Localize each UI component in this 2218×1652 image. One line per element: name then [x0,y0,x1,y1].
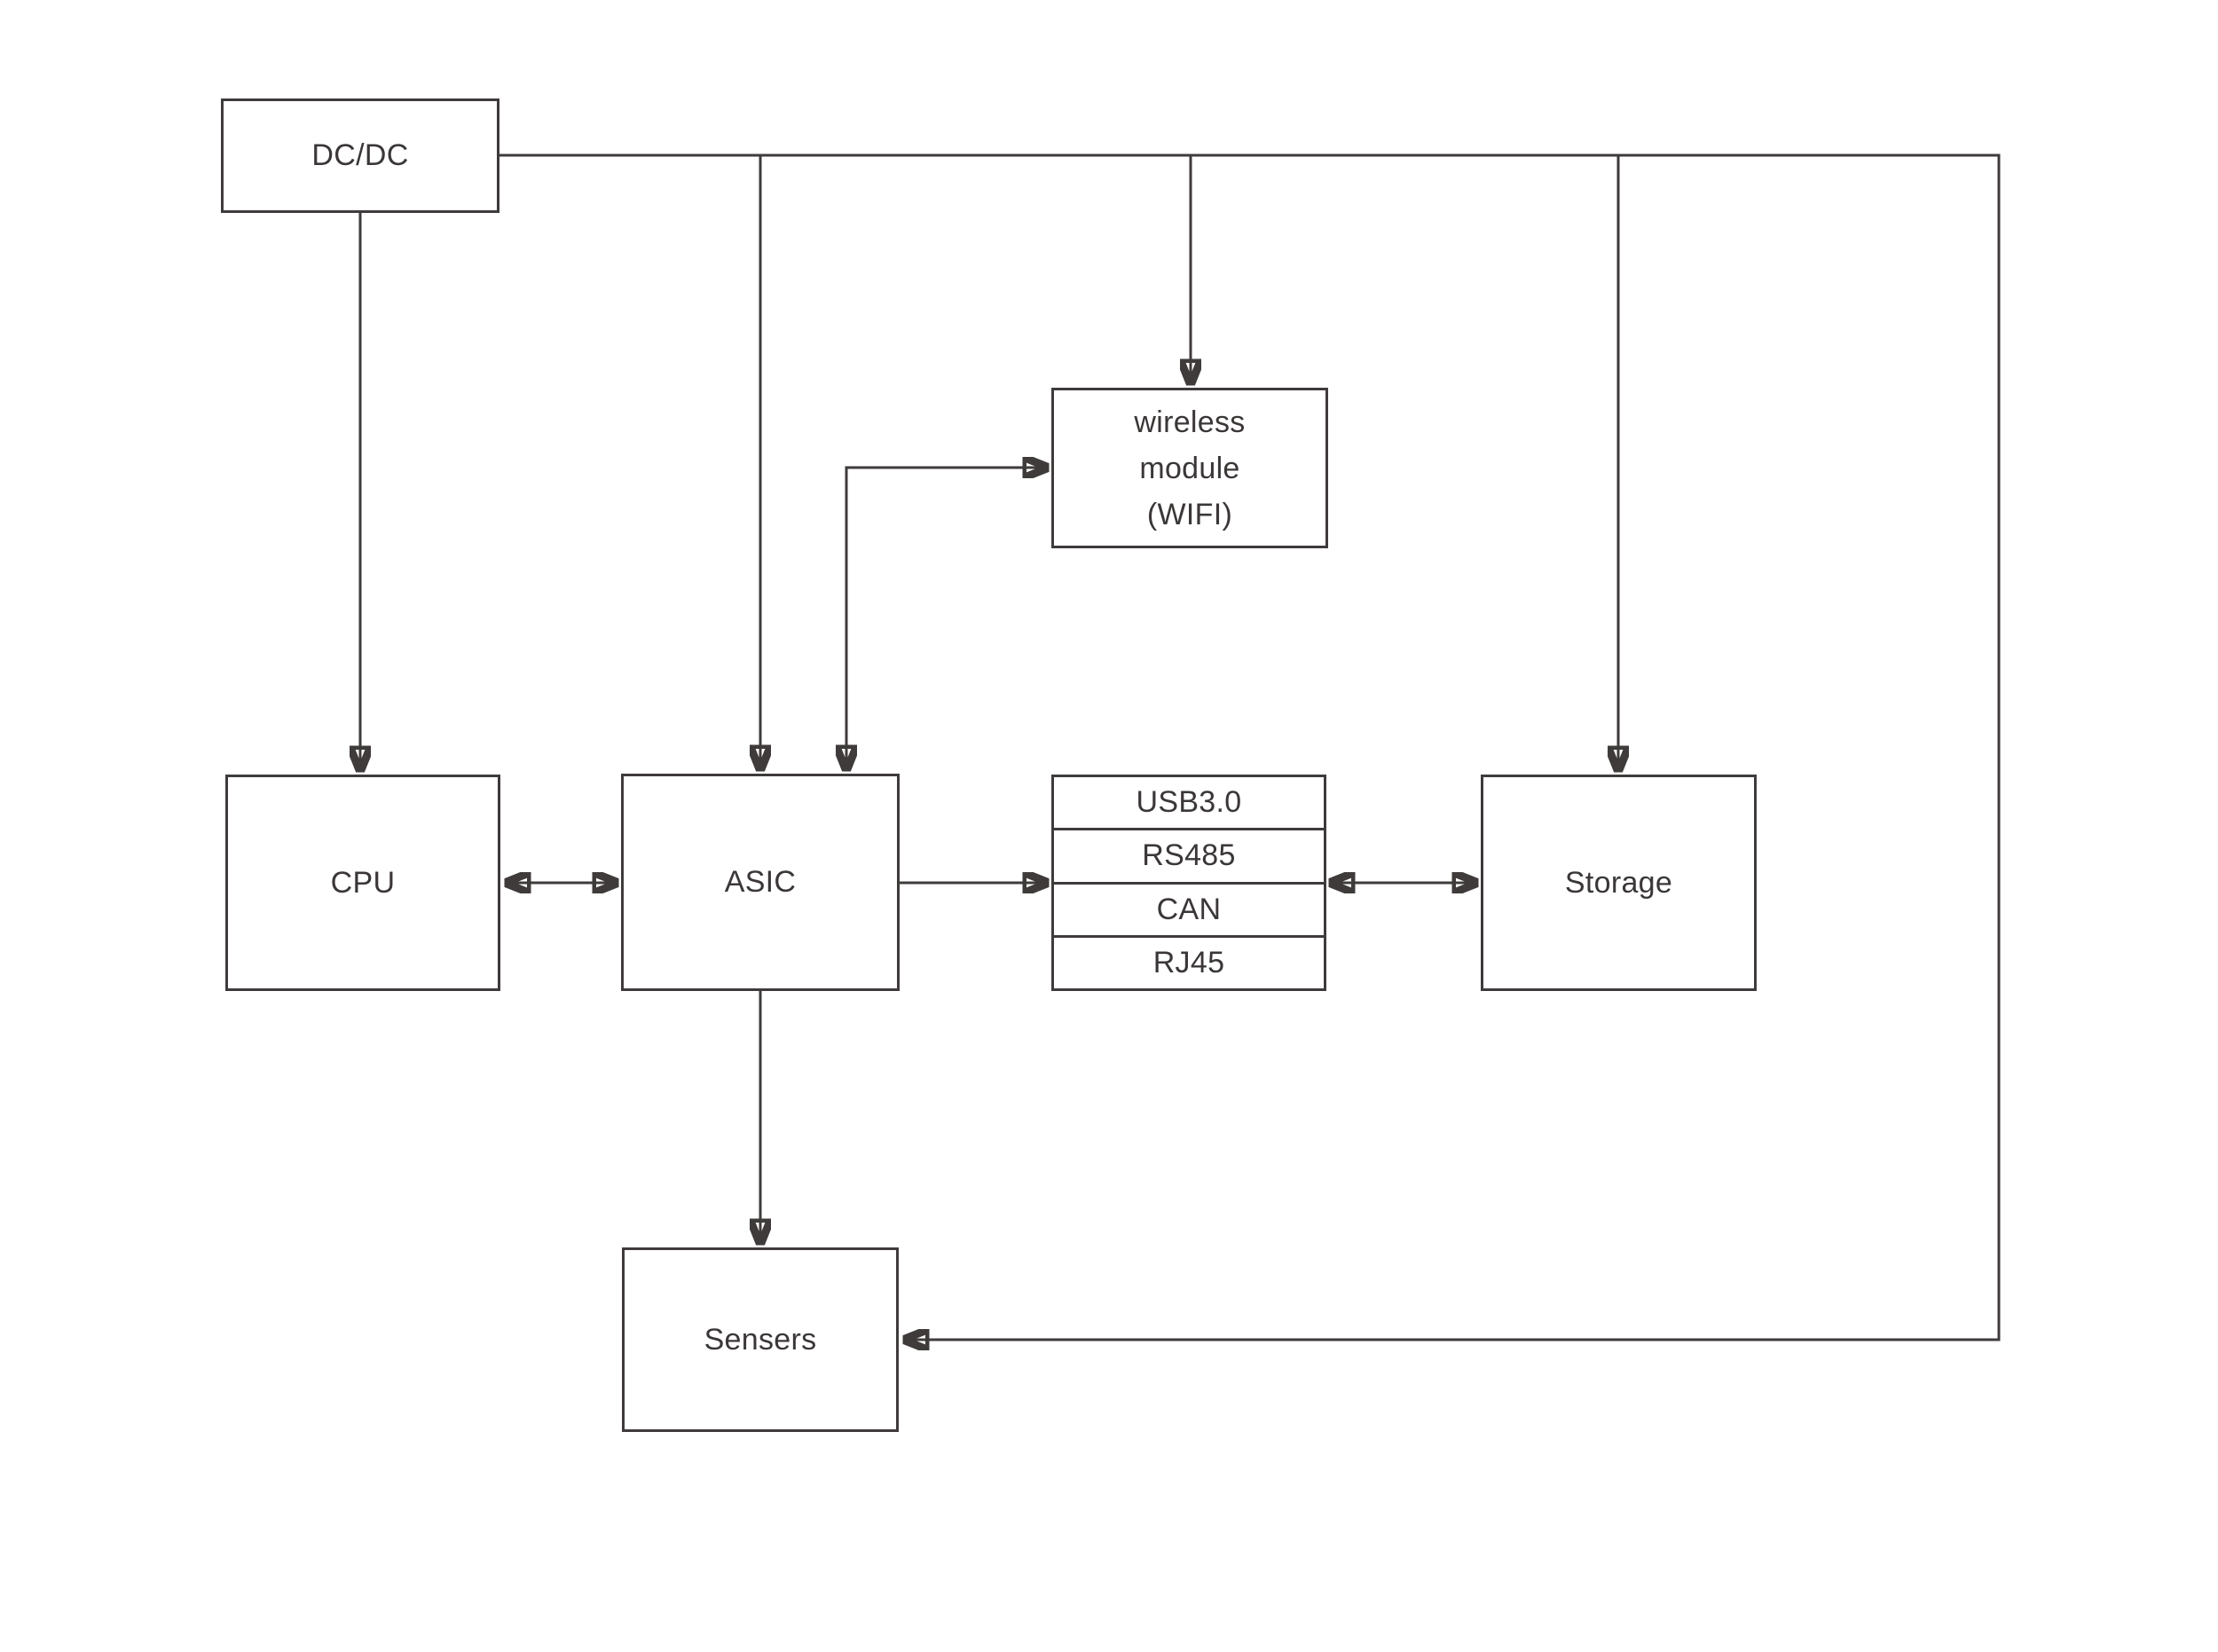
port-row-rj45: RJ45 [1054,938,1324,988]
port-row-can: CAN [1054,885,1324,938]
wireless-label-line2: module [1139,451,1240,485]
port-rj45-label: RJ45 [1152,945,1225,979]
port-rs485-label: RS485 [1142,838,1236,873]
cpu-box: CPU [225,775,500,991]
port-row-usb3: USB3.0 [1054,777,1324,831]
storage-box: Storage [1481,775,1757,991]
cpu-label: CPU [330,865,396,900]
port-usb3-label: USB3.0 [1136,785,1242,820]
power-bus-to-sensors-arrow [499,153,2001,1340]
asic-box: ASIC [621,774,900,991]
sensors-box: Sensers [622,1247,899,1432]
storage-label: Storage [1564,865,1673,900]
wireless-module-box: wireless module (WIFI) [1051,388,1328,548]
ports-stack-box: USB3.0 RS485 CAN RJ45 [1051,775,1326,991]
port-can-label: CAN [1156,892,1222,926]
port-row-rs485: RS485 [1054,830,1324,885]
asic-label: ASIC [724,865,797,899]
dcdc-label: DC/DC [311,138,409,172]
dcdc-box: DC/DC [221,98,499,213]
wireless-label-line3: (WIFI) [1146,497,1233,531]
sensors-label: Sensers [704,1322,817,1357]
wireless-label-line1: wireless [1134,405,1246,439]
asic-wireless-elbow-arrow [846,468,1048,770]
